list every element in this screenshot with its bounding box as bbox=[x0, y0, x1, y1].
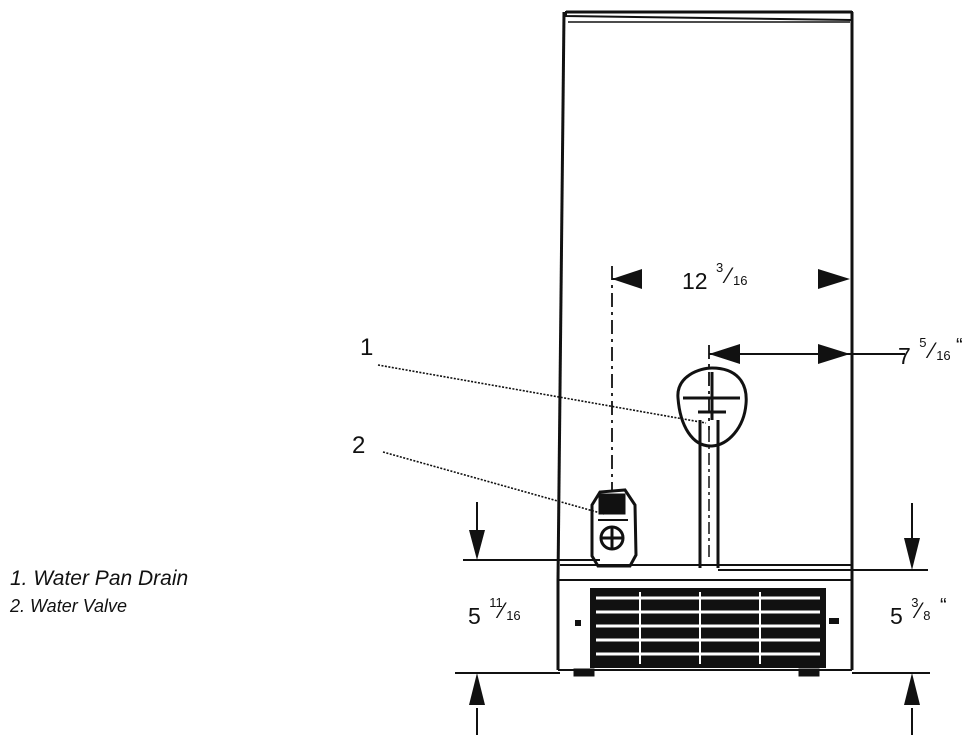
dimension-label-drain-height: 5 3 ⁄ 8 “ bbox=[890, 596, 947, 629]
dimension-fraction: 5 ⁄ 16 bbox=[917, 336, 955, 364]
inch-mark: “ bbox=[956, 335, 963, 357]
inch-mark: “ bbox=[940, 595, 947, 617]
front-grille bbox=[575, 588, 839, 668]
fraction-numerator: 3 bbox=[715, 260, 724, 275]
centerlines bbox=[611, 266, 710, 490]
fraction-numerator: 3 bbox=[911, 595, 919, 610]
dimension-label-top-width: 12 3 ⁄ 16 bbox=[682, 261, 752, 294]
dimension-whole: 12 bbox=[682, 268, 708, 294]
dimension-whole: 7 bbox=[898, 343, 911, 369]
fraction-numerator: 11 bbox=[489, 595, 503, 610]
water-valve bbox=[590, 488, 638, 568]
fraction-slash: ⁄ bbox=[917, 598, 921, 623]
callout-1: 1 bbox=[360, 334, 374, 361]
fraction-numerator: 5 bbox=[919, 335, 927, 350]
fraction-denominator: 8 bbox=[923, 608, 931, 623]
cabinet bbox=[556, 10, 854, 677]
fraction-slash: ⁄ bbox=[726, 263, 731, 288]
dimension-whole: 5 bbox=[890, 603, 903, 629]
fraction-denominator: 16 bbox=[506, 608, 521, 623]
dimension-drain-offset bbox=[709, 344, 905, 364]
water-pan-drain bbox=[676, 366, 748, 568]
dimension-valve-height bbox=[455, 502, 600, 735]
legend-item-water-valve: 2. Water Valve bbox=[10, 596, 128, 616]
fraction-slash: ⁄ bbox=[930, 338, 934, 363]
leader-lines bbox=[377, 364, 707, 515]
dimension-fraction: 11 ⁄ 16 bbox=[487, 596, 525, 624]
fraction-denominator: 16 bbox=[732, 273, 748, 288]
callout-2: 2 bbox=[352, 432, 366, 459]
dimension-label-drain-offset: 7 5 ⁄ 16 “ bbox=[898, 336, 963, 369]
dimension-label-valve-height: 5 11 ⁄ 16 bbox=[468, 596, 525, 629]
fraction-slash: ⁄ bbox=[500, 598, 504, 623]
legend-item-water-pan-drain: 1. Water Pan Drain bbox=[10, 567, 189, 590]
dimension-fraction: 3 ⁄ 8 bbox=[909, 596, 939, 624]
dimension-top-width bbox=[612, 269, 850, 289]
fraction-denominator: 16 bbox=[936, 348, 951, 363]
dimension-whole: 5 bbox=[468, 603, 481, 629]
dimension-fraction: 3 ⁄ 16 bbox=[714, 261, 752, 289]
dimension-drain-height bbox=[718, 503, 930, 735]
